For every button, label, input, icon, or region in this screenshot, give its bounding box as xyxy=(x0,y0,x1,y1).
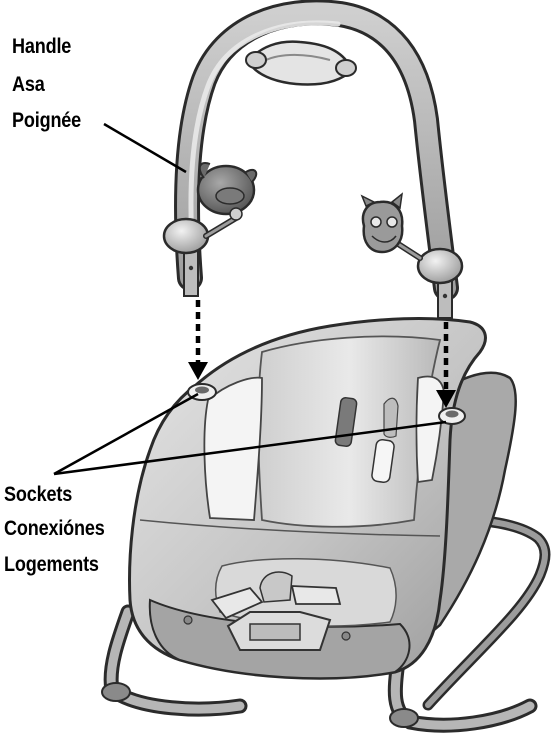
handle-leader-line xyxy=(104,124,186,172)
sockets-label-english: Sockets xyxy=(4,484,72,505)
handle-right-knob xyxy=(418,249,462,283)
right-foot xyxy=(390,709,418,727)
left-foot xyxy=(102,683,130,701)
handle-top-grip xyxy=(246,42,356,85)
handle-left-stem xyxy=(184,248,198,296)
handle-left-knob xyxy=(164,219,208,253)
handle-label-french: Poignée xyxy=(12,110,81,131)
seat xyxy=(130,319,516,679)
sockets-label-spanish: Conexiónes xyxy=(4,518,105,539)
toy-right xyxy=(362,194,420,258)
seat-left-opening xyxy=(204,378,262,520)
handle-label-english: Handle xyxy=(12,36,71,57)
screw-left xyxy=(184,616,192,624)
handle-label-spanish: Asa xyxy=(12,74,45,95)
insert-arrow-left xyxy=(188,300,208,380)
sockets-label-french: Logements xyxy=(4,554,99,575)
toy-left xyxy=(198,163,256,236)
screw-right xyxy=(342,632,350,640)
